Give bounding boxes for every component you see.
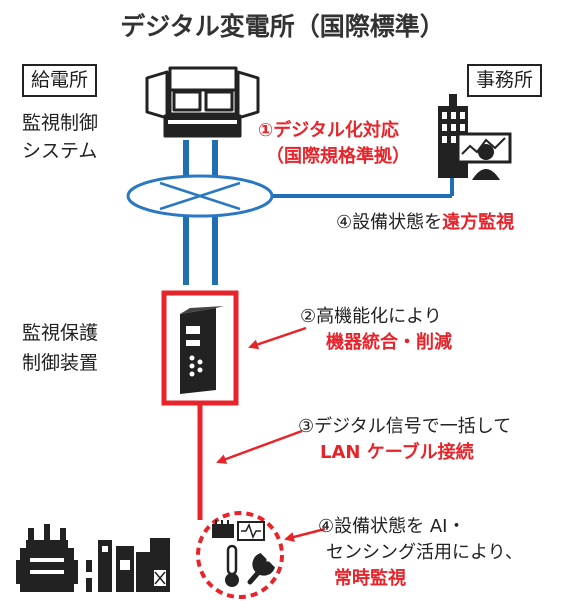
monitor-workstation-icon (145, 66, 260, 138)
protection-device-label-line2: 制御装置 (22, 352, 99, 374)
substation-label: 給電所 (22, 64, 98, 97)
waveform-icon (237, 521, 265, 541)
monitoring-system-label-line1: 監視制御 (22, 112, 99, 134)
switchgear-icon (86, 538, 170, 592)
sensor-highlight-circle (196, 511, 284, 599)
callout-2-line1: ②高機能化により (300, 306, 442, 327)
callout-4a-prefix: ④設備状態を (336, 212, 443, 233)
sensor-chip-icon (212, 520, 234, 538)
callout-4a: ④設備状態を遠方監視 (336, 214, 514, 232)
transformer-icon (16, 524, 78, 592)
office-label: 事務所 (467, 64, 543, 97)
thermometer-icon (225, 544, 239, 587)
callout-2-line2: 機器統合・削減 (326, 332, 452, 353)
callout-1-line1: ①デジタル化対応 (258, 120, 399, 141)
callout-3-line2: LAN ケーブル接続 (320, 442, 474, 463)
callout-arrows (216, 326, 326, 542)
protection-device-label-line1: 監視保護 (22, 322, 99, 344)
page-title: デジタル変電所（国際標準） (120, 12, 445, 41)
monitoring-system-label-line2: システム (22, 140, 98, 162)
wrench-icon (247, 552, 276, 585)
network-switch-icon (126, 174, 274, 218)
callout-4b-line3: 常時監視 (334, 568, 406, 589)
callout-1-line2: （国際規格準拠） (266, 146, 410, 167)
callout-4b-line2: センシング活用により、 (326, 542, 523, 563)
office-building-icon (438, 94, 512, 180)
callout-3-line1: ③デジタル信号で一括して (298, 416, 512, 437)
callout-4a-highlight: 遠方監視 (442, 212, 515, 233)
callout-4b-line1: ④設備状態を AI・ (318, 516, 466, 537)
server-rack-icon (180, 306, 224, 394)
